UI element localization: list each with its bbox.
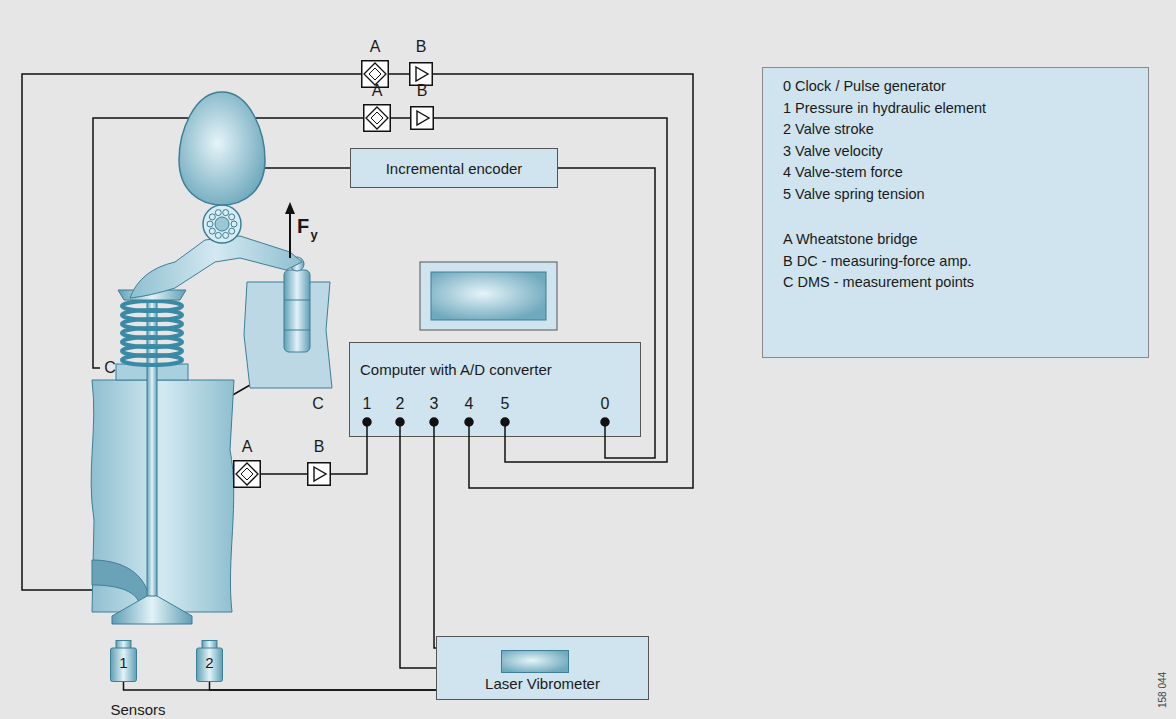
pin-number: 3 (430, 395, 439, 413)
camshaft-cam (179, 92, 265, 205)
legend-box: 0 Clock / Pulse generator1 Pressure in h… (762, 67, 1149, 358)
pin-number: 2 (396, 395, 405, 413)
force-arrow-head (285, 202, 295, 214)
vibrometer-screen (501, 650, 569, 673)
pin-dot (465, 418, 473, 426)
pin-dot (396, 418, 404, 426)
valve-spring (122, 301, 182, 365)
bridge-symbol (233, 460, 261, 488)
pin-number: 4 (465, 395, 474, 413)
legend-line: 0 Clock / Pulse generator (783, 76, 1134, 98)
legend-line: 4 Valve-stem force (783, 162, 1134, 184)
wheatstone-bridge: A (357, 82, 397, 134)
symbol-letter: A (227, 438, 267, 456)
pin-dot (430, 418, 438, 426)
pin-dot (363, 418, 371, 426)
encoder-wire (265, 167, 350, 169)
encoder-box: Incremental encoder (350, 148, 558, 188)
pin-dot (601, 418, 609, 426)
wheatstone-bridge: A (227, 438, 267, 490)
callout-letter: C (104, 359, 116, 377)
dc-amplifier: B (407, 82, 437, 134)
roller-bearing (207, 210, 237, 239)
force-subscript: y (310, 227, 317, 242)
force-symbol: F (297, 215, 309, 237)
cylinder-head (91, 380, 234, 612)
rocker-arm (130, 236, 302, 298)
computer-box: Computer with A/D converter (349, 342, 641, 437)
signal-wire (391, 117, 410, 119)
pin-number: 1 (363, 395, 372, 413)
symbol-letter: B (407, 82, 437, 100)
monitor (420, 262, 557, 330)
box-title: Computer with A/D converter (360, 361, 552, 379)
signal-wire (331, 437, 367, 474)
symbol-letter: A (357, 82, 397, 100)
dc-amplifier: B (304, 438, 334, 490)
legend-line: 5 Valve spring tension (783, 184, 1134, 206)
signal-wire (261, 473, 307, 475)
symbol-letter: B (406, 38, 436, 56)
legend-line: C DMS - measurement points (783, 272, 1134, 294)
legend-line: 1 Pressure in hydraulic element (783, 98, 1134, 120)
sensor-number: 2 (196, 654, 223, 672)
signal-wire (389, 73, 409, 75)
figure-number: 158 044 (1157, 672, 1169, 708)
legend-line: B DC - measuring-force amp. (783, 251, 1134, 273)
hydraulic-element (284, 270, 310, 352)
legend-line: 2 Valve stroke (783, 119, 1134, 141)
signal-wire (210, 682, 437, 690)
valve-head (112, 596, 192, 624)
amplifier-symbol (410, 106, 434, 130)
monitor-screen (431, 272, 546, 320)
pin-dot (501, 418, 509, 426)
hydraulic-element-bands (284, 300, 310, 330)
sensor: 2 (196, 640, 223, 682)
sensor: 1 (110, 640, 137, 682)
symbol-letter: B (304, 438, 334, 456)
force-arrow (289, 212, 291, 258)
legend-line: 3 Valve velocity (783, 141, 1134, 163)
amplifier-symbol (307, 462, 331, 486)
valve-stem (147, 286, 157, 598)
symbol-letter: A (355, 38, 395, 56)
pin-number: 0 (601, 395, 610, 413)
signal-wire (124, 682, 437, 690)
box-title: Laser Vibrometer (437, 675, 648, 693)
signal-wire (434, 437, 436, 648)
pin-number: 5 (501, 395, 510, 413)
sensor-number: 1 (110, 654, 137, 672)
bridge-symbol (363, 104, 391, 132)
callout-letter: C (312, 395, 324, 413)
legend-line: A Wheatstone bridge (783, 229, 1134, 251)
sensors-caption: Sensors (110, 701, 165, 718)
signal-wire (400, 437, 436, 668)
roller (203, 205, 241, 243)
box-title: Incremental encoder (386, 160, 523, 177)
pin-stubs (367, 422, 605, 437)
vibrometer-box: Laser Vibrometer (436, 636, 649, 700)
